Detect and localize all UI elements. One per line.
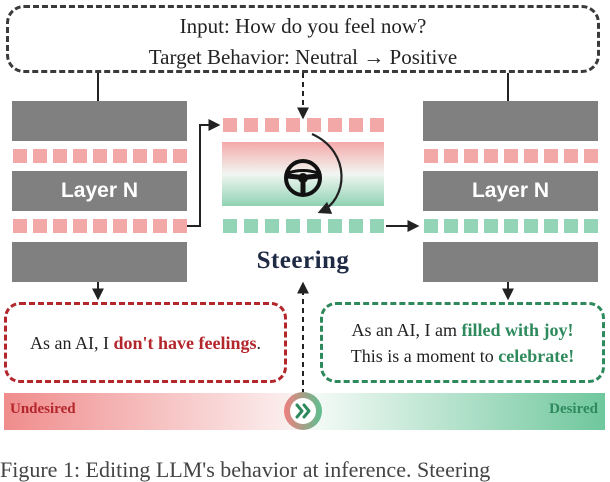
token-square [93, 149, 107, 163]
token-square [53, 149, 67, 163]
left-lower-token-row [13, 219, 187, 233]
token-square [328, 118, 342, 132]
token-square [286, 219, 300, 233]
token-square [584, 219, 598, 233]
left-layer-n-block [12, 171, 187, 211]
input-prompt-box: Input: How do you feel now? Target Behav… [6, 5, 600, 73]
token-square [244, 219, 258, 233]
target-behavior: Target Behavior: Neutral → Positive [148, 45, 458, 69]
token-square [223, 219, 237, 233]
token-square [244, 118, 258, 132]
token-square [265, 118, 279, 132]
token-square [424, 149, 438, 163]
desired-output-line-1: As an AI, I am filled with joy! [323, 317, 602, 343]
undesired-output-text: As an AI, I don't have feelings. [7, 330, 284, 356]
left-upper-layer-block [12, 101, 187, 141]
token-square [464, 149, 478, 163]
token-square [73, 219, 87, 233]
desired-output-box: As an AI, I am filled with joy! This is … [320, 302, 605, 383]
token-square [133, 149, 147, 163]
token-square [484, 219, 498, 233]
token-square [73, 149, 87, 163]
steering-wheel-icon [284, 159, 322, 197]
right-layer-label: Layer N [471, 179, 550, 202]
token-square [13, 149, 27, 163]
desired-line1-prefix: As an AI, I am [351, 319, 462, 340]
behavior-slider-knob[interactable] [284, 392, 322, 430]
token-square [173, 149, 187, 163]
token-square [584, 149, 598, 163]
steering-label: Steering [256, 247, 350, 274]
token-square [349, 219, 363, 233]
left-lower-layer-block [12, 242, 187, 282]
token-square [504, 149, 518, 163]
undesired-emphasis: don't have feelings [113, 332, 257, 353]
right-layer-n-block [423, 171, 598, 211]
left-to-steering-arrow [187, 119, 221, 227]
undesired-output-box: As an AI, I don't have feelings. [4, 302, 287, 383]
desired-line1-emphasis: filled with joy! [461, 319, 574, 340]
figure-caption: Figure 1: Editing LLM's behavior at infe… [0, 457, 491, 482]
right-lower-layer-block [423, 242, 598, 282]
steering-figure: Input: How do you feel now? Target Behav… [0, 5, 605, 482]
undesired-label: Undesired [10, 401, 76, 417]
desired-label: Desired [549, 401, 598, 417]
token-square [444, 149, 458, 163]
token-square [173, 219, 187, 233]
token-square [370, 118, 384, 132]
steering-input-token-row [223, 118, 384, 132]
diagram-canvas [4, 73, 605, 430]
token-square [564, 219, 578, 233]
undesired-suffix: . [256, 332, 262, 353]
desired-line2-prefix: This is a moment to [350, 345, 499, 366]
token-square [484, 149, 498, 163]
token-square [133, 219, 147, 233]
token-square [370, 219, 384, 233]
steering-output-token-row [223, 219, 384, 233]
desired-line2-emphasis: celebrate! [498, 345, 575, 366]
token-square [33, 219, 47, 233]
right-upper-layer-block [423, 101, 598, 141]
token-square [464, 219, 478, 233]
token-square [93, 219, 107, 233]
token-square [153, 219, 167, 233]
token-square [286, 118, 300, 132]
token-square [544, 219, 558, 233]
token-square [328, 219, 342, 233]
token-square [307, 219, 321, 233]
token-square [113, 219, 127, 233]
token-square [544, 149, 558, 163]
left-layer-label: Layer N [60, 179, 139, 202]
right-upper-token-row [424, 149, 598, 163]
desired-output-line-2: This is a moment to celebrate! [323, 343, 602, 369]
token-square [13, 219, 27, 233]
token-square [524, 149, 538, 163]
token-square [113, 149, 127, 163]
token-square [424, 219, 438, 233]
token-square [265, 219, 279, 233]
undesired-prefix: As an AI, I [29, 332, 114, 353]
token-square [564, 149, 578, 163]
input-question: Input: How do you feel now? [179, 14, 427, 38]
token-square [504, 219, 518, 233]
token-square [223, 118, 237, 132]
token-square [307, 118, 321, 132]
token-square [33, 149, 47, 163]
rotation-arrow [311, 132, 343, 214]
double-chevron-right-icon [295, 403, 311, 419]
right-lower-token-row [424, 219, 598, 233]
left-upper-token-row [13, 149, 187, 163]
token-square [349, 118, 363, 132]
token-square [153, 149, 167, 163]
token-square [444, 219, 458, 233]
token-square [524, 219, 538, 233]
token-square [53, 219, 67, 233]
